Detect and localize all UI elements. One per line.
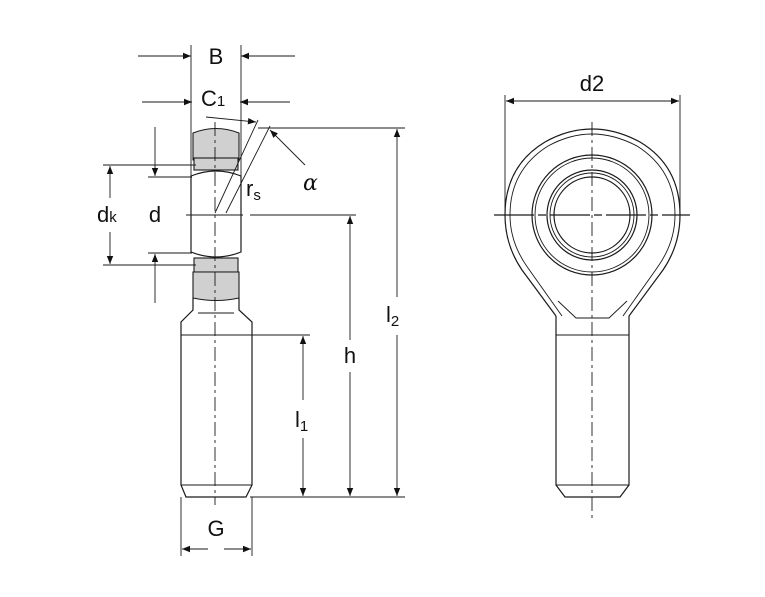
housing-section-top xyxy=(192,127,240,161)
eye-outline xyxy=(504,128,681,317)
label-rs: rs xyxy=(246,176,261,204)
label-B: B xyxy=(209,44,224,69)
bearing-ring-bottom xyxy=(193,257,239,273)
side-view: B C1 rs α dk d h l2 l1 xyxy=(97,44,405,556)
label-l1: l1 xyxy=(295,407,308,435)
label-G: G xyxy=(207,516,224,541)
label-d2: d2 xyxy=(580,71,604,96)
bearing-ring-top xyxy=(193,157,239,171)
front-view: d2 xyxy=(494,71,690,520)
shank-outline xyxy=(180,298,253,498)
label-h: h xyxy=(344,343,356,368)
label-alpha: α xyxy=(303,171,318,196)
label-d: d xyxy=(149,202,161,227)
label-C1: C1 xyxy=(201,86,225,111)
inner-ring xyxy=(190,170,242,258)
housing-section-bottom xyxy=(192,271,240,302)
label-l2: l2 xyxy=(386,302,399,330)
label-dk: dk xyxy=(97,202,117,227)
front-shank xyxy=(555,316,630,498)
